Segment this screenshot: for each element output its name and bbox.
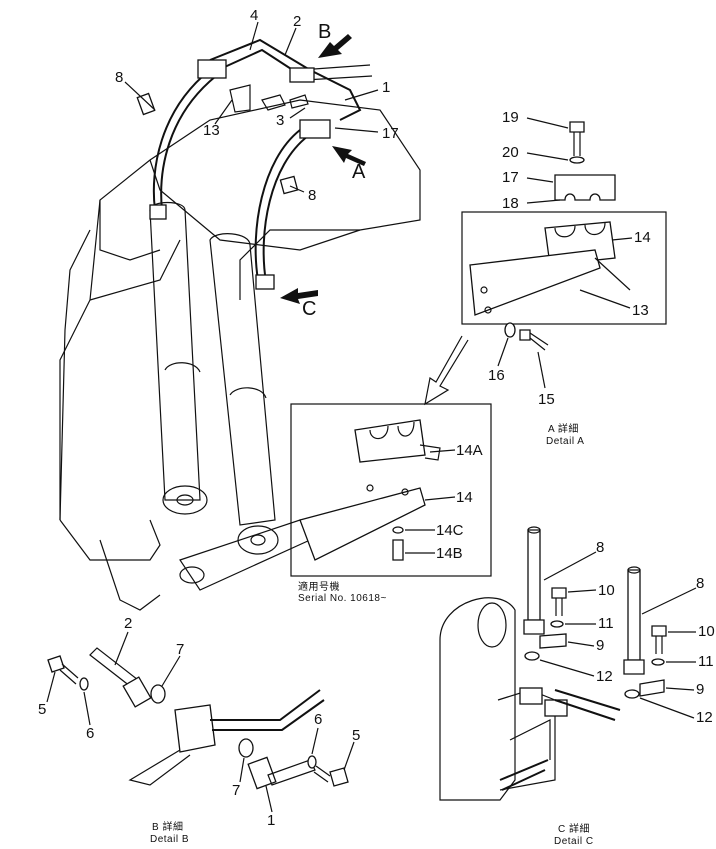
detail-c-caption-jp: C 詳細 [558,822,590,835]
detail-c [439,526,697,801]
detail-b [46,631,355,813]
view-label-c: C [302,298,316,320]
callout-10: 10 [698,623,715,640]
callout-5: 5 [38,701,46,718]
callout-1: 1 [267,812,275,829]
detail-c-caption: Detail C [554,836,594,847]
callout-5: 5 [352,727,360,744]
detail-a [424,117,667,406]
callout-17: 17 [502,169,519,186]
callout-13: 13 [203,122,220,139]
callout-10: 10 [598,582,615,599]
callout-7: 7 [232,782,240,799]
callout-1: 1 [382,79,390,96]
callout-16: 16 [488,367,505,384]
callout-20: 20 [502,144,519,161]
callout-14b: 14B [436,545,463,562]
callout-9: 9 [696,681,704,698]
callout-11: 11 [598,615,614,632]
callout-12: 12 [596,668,613,685]
callout-8: 8 [115,69,123,86]
callout-2: 2 [124,615,132,632]
callout-6: 6 [314,711,322,728]
callout-13: 13 [632,302,649,319]
callout-8: 8 [596,539,604,556]
callout-4: 4 [250,7,258,24]
serial-caption-jp: 適用号機 [298,580,340,593]
callout-17: 17 [382,125,399,142]
view-arrow-b [318,34,352,58]
detail-b-caption-jp: B 詳細 [152,820,183,833]
detail-a-caption-jp: A 詳細 [548,422,579,435]
callout-9: 9 [596,637,604,654]
view-label-b: B [318,21,331,43]
serial-caption: Serial No. 10618~ [298,593,387,604]
callout-19: 19 [502,109,519,126]
detail-b-caption: Detail B [150,834,189,845]
callout-7: 7 [176,641,184,658]
callout-3: 3 [276,112,284,129]
callout-6: 6 [86,725,94,742]
callout-2: 2 [293,13,301,30]
serial-inset [290,403,492,577]
callout-14a: 14A [456,442,483,459]
view-label-a: A [352,161,366,183]
detail-a-caption: Detail A [546,436,584,447]
callout-12: 12 [696,709,713,726]
callout-8: 8 [696,575,704,592]
callout-14: 14 [456,489,473,506]
callout-8: 8 [308,187,316,204]
callout-15: 15 [538,391,555,408]
callout-18: 18 [502,195,519,212]
callout-14: 14 [634,229,651,246]
view-arrow-a [332,146,366,166]
view-arrow-c [280,288,318,304]
callout-14c: 14C [436,522,464,539]
callout-11: 11 [698,653,714,670]
